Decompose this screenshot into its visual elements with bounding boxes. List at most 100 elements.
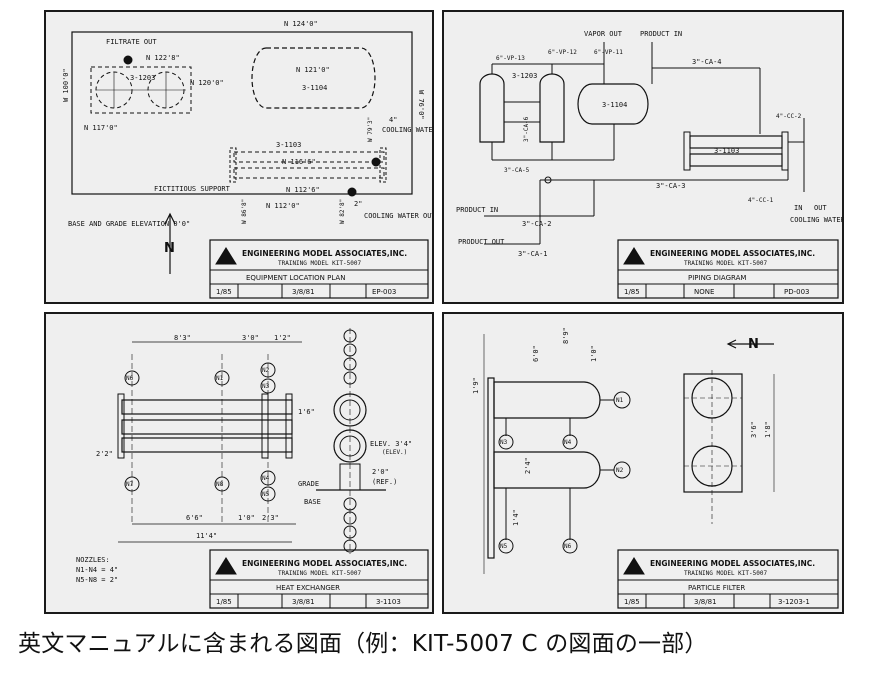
- label-ca6: 3"-CA-6: [523, 116, 530, 142]
- dim-12: 1'2": [274, 334, 291, 342]
- filter-3-1203: [90, 55, 192, 114]
- label-cooling-out: COOLING WATER OUT: [364, 212, 432, 220]
- sheet-date: 3/8/81: [292, 288, 315, 296]
- equipment-location-sheet: N 124'0" W 100'0" W 76'0" FILTRATE OUT N…: [44, 10, 449, 304]
- sheet-date: 3/8/81: [292, 598, 315, 606]
- label-product-in: PRODUCT IN: [456, 206, 498, 214]
- nozzle-n4: N4: [564, 439, 572, 446]
- company-sub: TRAINING MODEL KIT-5007: [684, 570, 767, 577]
- dim-14: 1'4": [512, 509, 520, 526]
- company-sub: TRAINING MODEL KIT-5007: [278, 570, 361, 577]
- label-cooling-in: COOLING WATER IN: [382, 126, 432, 134]
- exchanger-front-view: [117, 354, 293, 524]
- sheet-title: PARTICLE FILTER: [688, 584, 745, 592]
- company-name: ENGINEERING MODEL ASSOCIATES,INC.: [650, 249, 815, 258]
- dim-19: 1'9": [472, 377, 480, 394]
- dim-10: 1'0": [590, 345, 598, 362]
- label-elev: ELEV. 3'4": [370, 440, 412, 448]
- dim-60: 6'0": [532, 345, 540, 362]
- dim-66: 6'6": [186, 514, 203, 522]
- heat-exchanger-sheet: 8'3" 3'0" 1'2" N6 N1 N2 N: [44, 312, 434, 614]
- title-block: [209, 239, 429, 299]
- exchanger-3-1103: [683, 118, 805, 192]
- north-label: N: [164, 241, 175, 256]
- label-n117: N 117'0": [84, 124, 118, 132]
- label-vapor-out: VAPOR OUT: [584, 30, 623, 38]
- dim-16: 1'6": [298, 408, 315, 416]
- dim-89: 8'9": [562, 327, 570, 344]
- label-vp13: 6"-VP-13: [496, 55, 525, 62]
- sheet-number: EP-003: [372, 288, 396, 296]
- nozzle-n5: N5: [262, 491, 270, 498]
- nozzle-n5: N5: [500, 543, 508, 550]
- label-vp12: 6"-VP-12: [548, 49, 577, 56]
- label-cc2: 4"-CC-2: [776, 113, 802, 120]
- label-product-out: PRODUCT OUT: [458, 238, 505, 246]
- product-piping: [484, 176, 688, 245]
- dim-18: 1'8": [764, 421, 772, 438]
- label-ca4: 3"-CA-4: [692, 58, 722, 66]
- exchanger-side-view: [316, 328, 386, 554]
- nozzles-title: NOZZLES:: [76, 556, 110, 564]
- label-w82: W 82'8": [339, 199, 346, 224]
- nozzles-line-1: N1-N4 = 4": [76, 566, 118, 574]
- label-elev-sub: (ELEV.): [382, 449, 407, 456]
- label-ca2: 3"-CA-2: [522, 220, 552, 228]
- dim-114: 11'4": [196, 532, 217, 540]
- sheet-scale: 1/85: [216, 288, 232, 296]
- label-el4: 4": [389, 116, 397, 124]
- label-fictitious-support: FICTITIOUS SUPPORT: [154, 185, 231, 193]
- label-base: BASE: [304, 498, 321, 506]
- sheet-number: 3-1103: [376, 598, 401, 606]
- filter-plan-view: [683, 370, 775, 524]
- label-base-grade: BASE AND GRADE ELEVATION 0'0": [68, 220, 190, 228]
- nozzle-n2: N2: [616, 467, 624, 474]
- nozzle-n3: N3: [262, 383, 270, 390]
- filter-elevation-view: [487, 377, 631, 559]
- label-n121: N 121'0": [296, 66, 330, 74]
- label-n122: N 122'8": [146, 54, 180, 62]
- label-n-top: N 124'0": [284, 20, 318, 28]
- dim-83: 8'3": [174, 334, 191, 342]
- dim-24: 2'4": [524, 457, 532, 474]
- filters-3-1203: [479, 63, 604, 161]
- label-cc1: 4"-CC-1: [748, 197, 774, 204]
- label-w86: W 86'8": [241, 199, 248, 224]
- label-n120: N 120'0": [190, 79, 224, 87]
- company-name: ENGINEERING MODEL ASSOCIATES,INC.: [650, 559, 815, 568]
- label-exch-tag: 3-1103: [276, 141, 301, 149]
- dim-20: 2'0": [372, 468, 389, 476]
- sheet-title: HEAT EXCHANGER: [276, 584, 340, 592]
- particle-filter-drawing: N 1'9" 6'0" 8'9" 1'0": [472, 327, 839, 609]
- figure-caption: 英文マニュアルに含まれる図面（例：KIT-5007 C の図面の一部）: [18, 631, 708, 657]
- nozzle-n2: N2: [262, 367, 270, 374]
- sheet-date: 3/8/81: [694, 598, 717, 606]
- dim-22: 2'2": [96, 450, 113, 458]
- label-exch-tag: 3-1103: [714, 147, 739, 155]
- dim-10: 1'0": [238, 514, 255, 522]
- label-ca1: 3"-CA-1: [518, 250, 548, 258]
- nozzles-line-2: N5-N8 = 2": [76, 576, 118, 584]
- label-n116: N 116'6": [282, 158, 316, 166]
- sheet-number: PD-003: [784, 288, 810, 296]
- label-vessel-tag: 3-1104: [602, 101, 627, 109]
- sheet-date: NONE: [694, 288, 714, 296]
- vessel-3-1104: [251, 47, 376, 109]
- label-cw-in: IN: [794, 204, 802, 212]
- company-sub: TRAINING MODEL KIT-5007: [684, 260, 767, 267]
- nozzle-n3: N3: [500, 439, 508, 446]
- label-w79: W 79'3": [367, 117, 374, 142]
- company-name: ENGINEERING MODEL ASSOCIATES,INC.: [242, 559, 407, 568]
- dim-23: 2'3": [262, 514, 279, 522]
- label-product-in-top: PRODUCT IN: [640, 30, 682, 38]
- company-name: ENGINEERING MODEL ASSOCIATES,INC.: [242, 249, 407, 258]
- nozzle-n6: N6: [564, 543, 572, 550]
- label-el2: 2": [354, 200, 362, 208]
- label-n112b: N 112'0": [266, 202, 300, 210]
- label-cw-out: OUT: [814, 204, 827, 212]
- nozzle-n1: N1: [216, 375, 224, 382]
- sheet-title: PIPING DIAGRAM: [688, 274, 746, 282]
- nozzle-n4: N4: [262, 475, 270, 482]
- sheet-scale: 1/85: [624, 598, 640, 606]
